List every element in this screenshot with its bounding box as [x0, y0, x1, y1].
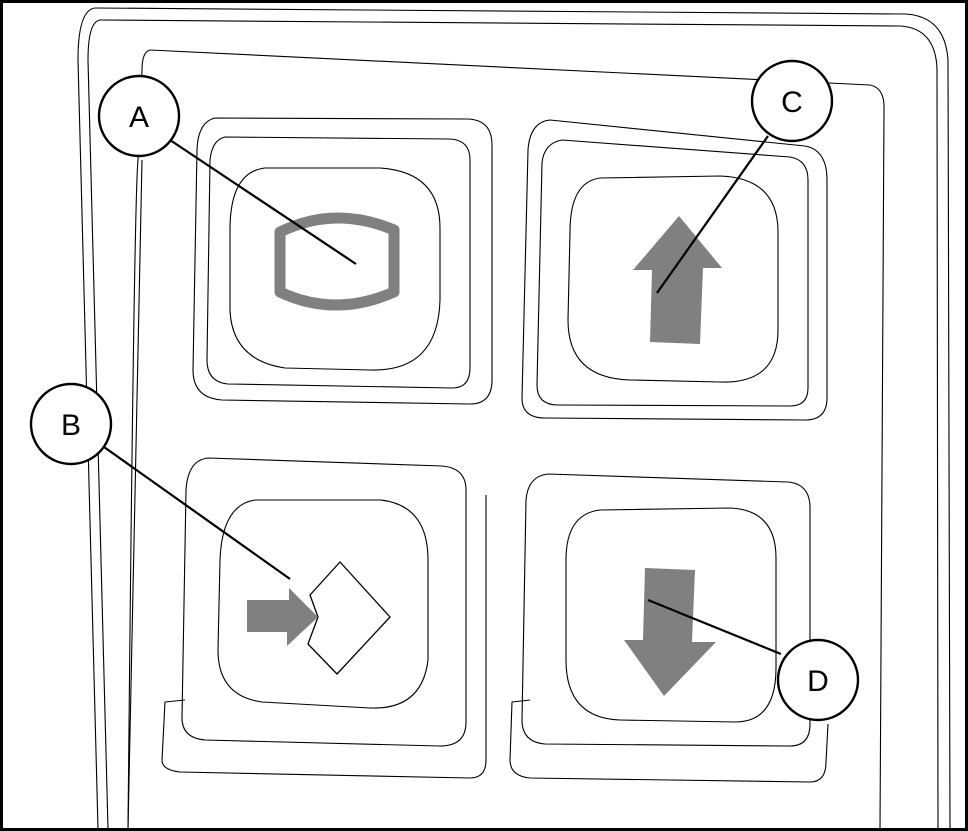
callout-d-label: D: [807, 665, 829, 698]
callout-leaders: [103, 135, 782, 656]
key-b[interactable]: [161, 457, 487, 779]
callout-c: C: [750, 59, 834, 143]
arrow-up-icon: [633, 216, 722, 344]
key-a[interactable]: [192, 117, 493, 405]
arrow-down-icon: [624, 568, 716, 696]
screen-outline-icon: [274, 212, 400, 311]
callout-d: D: [776, 638, 860, 722]
keypad-housing: [77, 7, 951, 830]
key-c[interactable]: [521, 119, 828, 421]
key-d[interactable]: [509, 473, 829, 783]
callout-a-label: A: [129, 101, 149, 134]
callout-a: A: [97, 74, 181, 158]
callout-b: B: [29, 382, 113, 466]
callout-c-label: C: [781, 86, 803, 119]
callout-b-label: B: [61, 409, 81, 442]
arrow-into-diamond-icon: [247, 561, 391, 675]
